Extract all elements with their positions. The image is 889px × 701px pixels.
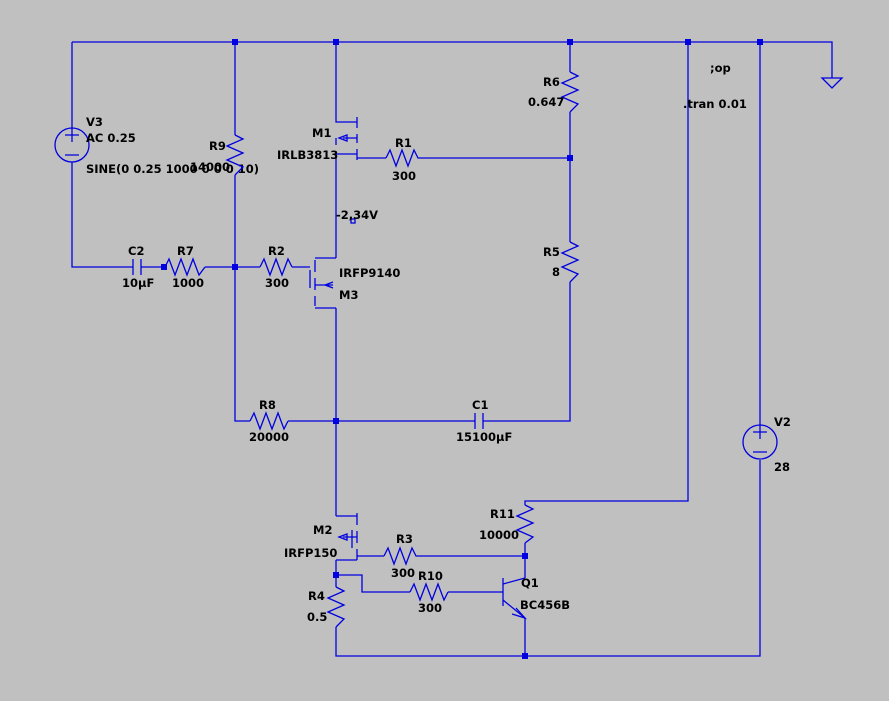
r3-ref: R3 [396,532,413,546]
resistor-r10[interactable]: R10 300 [409,569,449,615]
resistor-r4[interactable]: R4 0.5 [307,586,346,628]
junctions [161,39,763,659]
junction-dot [232,264,238,270]
junction-dot [567,155,573,161]
junction-dot [333,39,339,45]
r10-ref: R10 [418,569,443,583]
junction-dot [757,39,763,45]
mosfet-m3[interactable]: IRFP9140 M3 [309,257,400,309]
wire-r11-top [524,42,689,505]
v2-ref: V2 [774,415,791,429]
directive-op[interactable]: ;op [710,61,731,75]
mosfet-m2[interactable]: M2 IRFP150 [284,513,358,561]
resistor-r5[interactable]: R5 8 [543,241,580,283]
c2-value: 10µF [122,276,154,290]
wires [71,41,833,657]
wire-r9-bottom [234,175,250,422]
r4-value: 0.5 [307,610,327,624]
resistor-r6[interactable]: R6 0.647 [528,71,580,113]
r6-value: 0.647 [528,95,564,109]
r2-ref: R2 [268,244,285,258]
resistor-r3[interactable]: R3 300 [383,532,420,580]
r9-value: 14000 [190,160,230,174]
c2-ref: C2 [128,244,144,258]
resistor-r11[interactable]: R11 10000 [479,504,535,544]
r9-ref: R9 [209,139,226,153]
mosfet-m1[interactable]: M1 IRLB3813 [277,112,358,165]
r6-ref: R6 [543,75,560,89]
capacitor-c1[interactable]: C1 15100µF [456,398,512,444]
q1-value: BC456B [520,598,570,612]
r2-value: 300 [265,276,289,290]
bjt-q1[interactable]: Q1 BC456B [502,576,570,620]
m1-ref: M1 [312,126,331,140]
r5-value: 8 [552,265,560,279]
c1-ref: C1 [472,398,488,412]
r5-ref: R5 [543,245,560,259]
r7-ref: R7 [177,244,194,258]
junction-dot [232,39,238,45]
m2-ref: M2 [313,523,332,537]
junction-dot [333,572,339,578]
junction-dot [522,653,528,659]
r1-ref: R1 [395,136,412,150]
m3-ref: M3 [339,288,358,302]
resistor-r8[interactable]: R8 20000 [249,398,289,444]
wire-c1-right [483,282,571,422]
v3-value: AC 0.25 [86,131,136,145]
resistor-r9[interactable]: R9 14000 [190,134,245,176]
node-voltage-label: -2,34V [336,208,378,224]
junction-dot [522,553,528,559]
junction-dot [685,39,691,45]
v3-sine: SINE(0 0.25 1000 0 0 0 10) [86,162,259,176]
node-voltage-text: -2,34V [336,208,378,222]
wire-v3-bottom [71,162,133,268]
m1-value: IRLB3813 [277,148,338,162]
wire-r10-left [336,574,410,593]
c1-value: 15100µF [456,430,512,444]
r1-value: 300 [392,169,416,183]
junction-dot [333,418,339,424]
r8-ref: R8 [259,398,276,412]
ground-icon [820,77,844,89]
r3-value: 300 [391,566,415,580]
resistor-r2[interactable]: R2 300 [259,244,293,290]
wire-top-rail [72,41,833,78]
directive-tran[interactable]: .tran 0.01 [683,97,747,111]
resistor-r1[interactable]: R1 300 [385,136,422,183]
r4-ref: R4 [308,589,325,603]
r8-value: 20000 [249,430,289,444]
q1-ref: Q1 [521,576,539,590]
source-v2[interactable]: V2 28 [742,415,791,474]
r10-value: 300 [418,601,442,615]
r11-ref: R11 [490,507,515,521]
capacitor-c2[interactable]: C2 10µF [122,244,154,290]
junction-dot [567,39,573,45]
r7-value: 1000 [172,276,204,290]
junction-dot [161,264,167,270]
wire-r4-bottom [335,460,761,657]
m3-value: IRFP9140 [339,266,400,280]
r11-value: 10000 [479,528,519,542]
source-v3[interactable]: V3 AC 0.25 SINE(0 0.25 1000 0 0 0 10) [54,115,259,176]
v3-ref: V3 [86,115,103,129]
m2-value: IRFP150 [284,546,337,560]
resistor-r7[interactable]: R7 1000 [164,244,206,290]
v2-value: 28 [774,460,790,474]
